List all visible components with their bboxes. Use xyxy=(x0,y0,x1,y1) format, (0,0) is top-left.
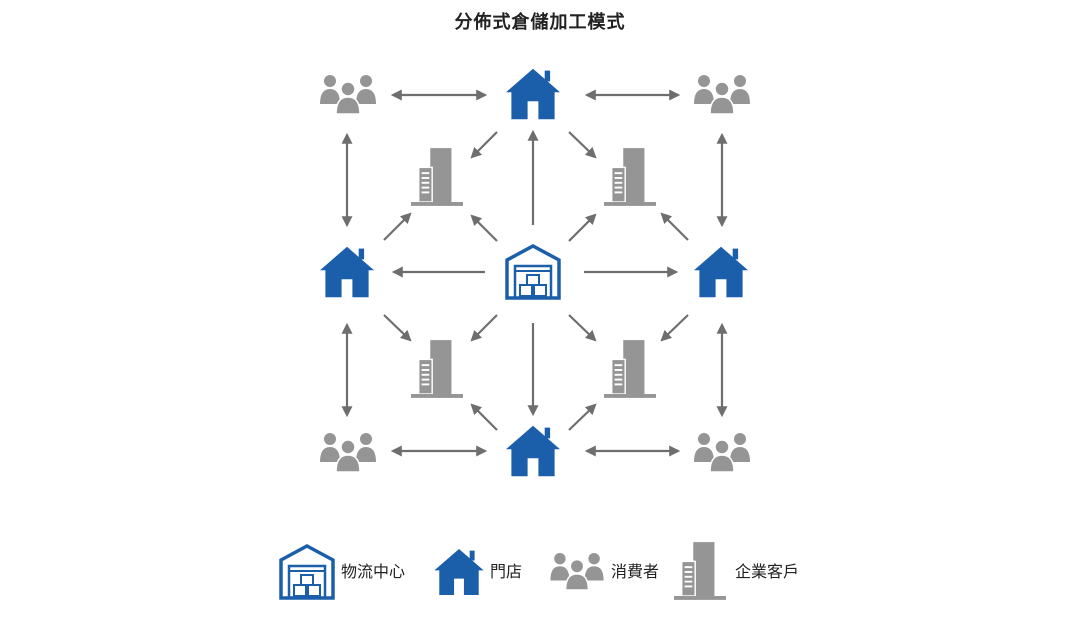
legend-label-consumer: 消費者 xyxy=(611,562,660,581)
consumer-icon-top-right xyxy=(694,74,750,114)
arrow-center-to-building-bl xyxy=(470,314,498,342)
building-icon-bottom-left xyxy=(411,340,463,398)
building-icon-bottom-right xyxy=(604,340,656,398)
arrow-bottom-store-to-building-bl xyxy=(470,403,498,431)
legend-warehouse-icon xyxy=(279,544,335,600)
legend-label-distribution-center: 物流中心 xyxy=(341,562,406,581)
diagram-title: 分佈式倉儲加工模式 xyxy=(454,12,626,33)
legend-consumer-icon xyxy=(550,552,604,590)
building-icon-top-left xyxy=(411,148,463,206)
store-icon-right xyxy=(694,246,748,298)
consumer-icon-bottom-left xyxy=(320,432,376,472)
consumer-icon-bottom-right xyxy=(694,432,750,472)
store-icon-top xyxy=(506,68,560,120)
building-icon-top-right xyxy=(604,148,656,206)
warehouse-icon-center xyxy=(505,244,561,300)
arrow-left-store-to-building-tl xyxy=(383,212,412,241)
arrow-center-to-building-tl xyxy=(470,214,498,242)
arrows xyxy=(341,89,728,457)
arrow-left-store-to-building-bl xyxy=(383,314,412,342)
legend-building-icon xyxy=(674,541,726,601)
arrow-right-store-to-building-br xyxy=(660,314,689,342)
arrow-center-to-building-br xyxy=(568,314,597,342)
store-icon-bottom xyxy=(506,425,560,477)
arrow-right-store-to-building-tr xyxy=(660,212,689,241)
legend-label-enterprise-client: 企業客戶 xyxy=(735,562,800,581)
consumer-icon-top-left xyxy=(320,74,376,114)
legend-store-icon xyxy=(434,549,484,595)
arrow-bottom-store-to-building-br xyxy=(568,403,597,431)
legend-label-store: 門店 xyxy=(490,562,523,581)
arrow-top-store-to-building-tr xyxy=(568,131,597,159)
arrow-center-to-building-tr xyxy=(568,213,597,242)
arrow-top-store-to-building-tl xyxy=(470,131,498,159)
store-icon-left xyxy=(320,246,374,298)
